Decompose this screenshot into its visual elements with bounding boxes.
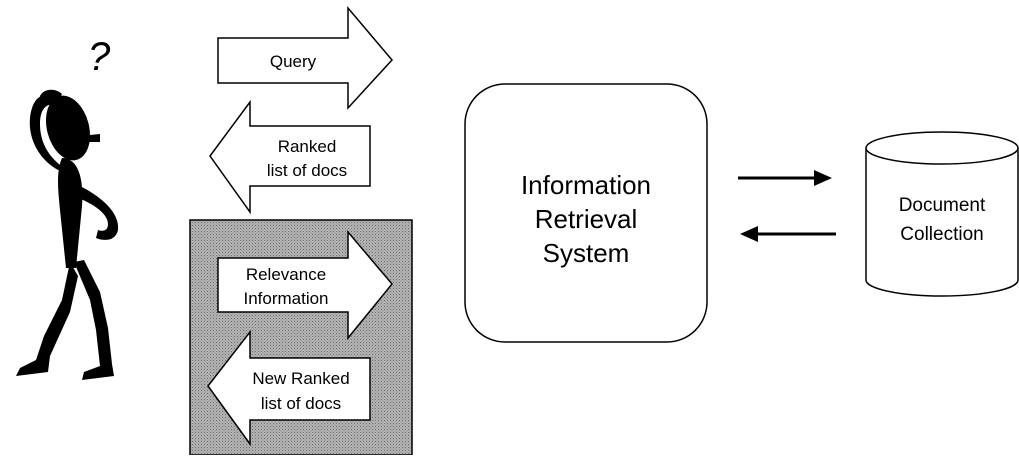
ranked-list-arrow: Ranked list of docs: [209, 99, 371, 215]
user-figure: ?: [16, 35, 119, 380]
ir-system-label-line3: System: [543, 238, 630, 268]
relevance-label-line2: Information: [243, 289, 328, 308]
document-collection-label-line1: Document: [899, 195, 986, 216]
new-ranked-list-arrow: New Ranked list of docs: [207, 329, 371, 447]
ir-system-label-line1: Information: [521, 170, 651, 200]
relevance-information-arrow: Relevance Information: [217, 229, 393, 341]
new-ranked-label-line1: New Ranked: [252, 369, 349, 388]
new-ranked-label-line2: list of docs: [261, 394, 341, 413]
ranked-list-label-line1: Ranked: [278, 137, 337, 156]
ir-system-box: Information Retrieval System: [464, 83, 708, 343]
relevance-label-line1: Relevance: [246, 265, 326, 284]
request-arrow: [738, 170, 832, 186]
response-arrow: [740, 226, 836, 242]
ir-system-label-line2: Retrieval: [535, 204, 638, 234]
document-collection-label-line2: Collection: [900, 224, 983, 245]
question-mark: ?: [88, 35, 111, 79]
query-arrow: Query: [217, 5, 393, 110]
document-collection-cylinder: Document Collection: [865, 131, 1019, 297]
query-label: Query: [270, 52, 317, 71]
ranked-list-label-line2: list of docs: [267, 161, 347, 180]
